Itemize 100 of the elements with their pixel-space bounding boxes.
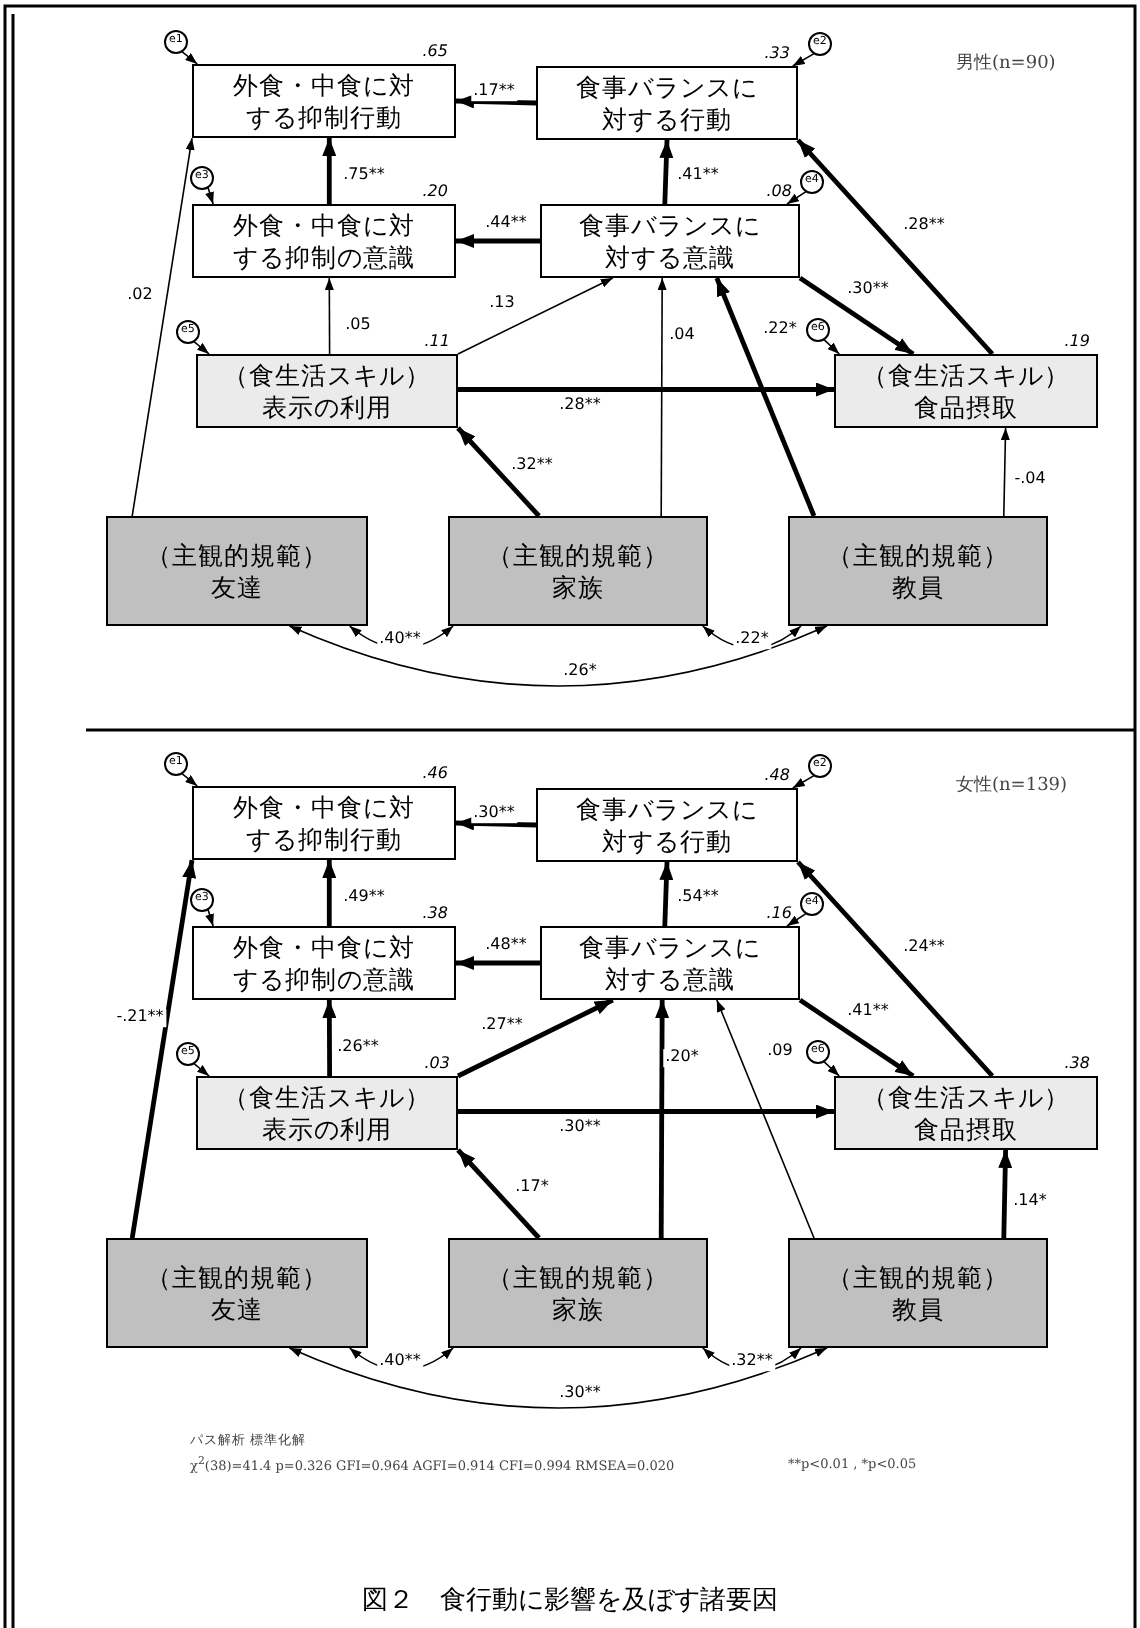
- edge-label: .44**: [483, 215, 529, 233]
- arrow: [456, 426, 541, 518]
- error-term-circle: [808, 32, 832, 56]
- edge-label: .40**: [377, 1353, 423, 1371]
- edge-label: .05: [343, 317, 373, 335]
- arrow: [205, 186, 214, 205]
- variable-box: [192, 64, 456, 138]
- arrow: [786, 912, 807, 927]
- arrow: [129, 859, 197, 1239]
- variable-box: [788, 1238, 1048, 1348]
- edge-label: .54**: [675, 889, 721, 907]
- node-label: 家族: [552, 1293, 604, 1325]
- panel-title: 男性(n=90): [956, 51, 1056, 76]
- arrow: [193, 1062, 210, 1077]
- error-term-circle: [800, 170, 824, 194]
- r-squared-value: .38: [422, 904, 448, 922]
- edge-label: .14*: [1011, 1193, 1049, 1211]
- node-label: 家族: [552, 571, 604, 603]
- arrow: [322, 1000, 337, 1076]
- arrow: [456, 1148, 541, 1240]
- arrow: [324, 277, 334, 355]
- variable-box: [834, 1076, 1098, 1150]
- node-label: 外食・中食に対する抑制の意識: [231, 209, 417, 273]
- edge-label: -.04: [1012, 471, 1048, 489]
- edge-label: .26*: [561, 663, 599, 681]
- arrow: [455, 816, 537, 831]
- variable-box: [192, 926, 456, 1000]
- arrow: [455, 94, 537, 109]
- r-squared-value: .38: [1064, 1054, 1090, 1072]
- node-label: 教員: [892, 571, 944, 603]
- arrow: [798, 998, 915, 1078]
- node-label: 食事バランスに対する行動: [575, 71, 759, 135]
- arrow: [657, 277, 667, 517]
- r-squared-value: .20: [422, 182, 448, 200]
- arrow: [998, 1149, 1013, 1239]
- edge-label: .27**: [479, 1017, 525, 1035]
- node-label: 教員: [892, 1293, 944, 1325]
- arrow: [791, 774, 815, 789]
- arrow: [181, 50, 199, 65]
- arrow: [322, 138, 337, 204]
- edge-label: .20*: [663, 1049, 701, 1067]
- node-label: 表示の利用: [262, 391, 392, 423]
- arrow: [655, 1000, 670, 1238]
- node-label: （主観的規範）: [487, 539, 669, 571]
- edge-label: .22*: [761, 321, 799, 339]
- arrow: [823, 1060, 841, 1077]
- edge-label: .32**: [729, 1353, 775, 1371]
- r-squared-value: .11: [424, 332, 450, 350]
- node-label: 友達: [211, 571, 263, 603]
- edge-label: .30**: [471, 805, 517, 823]
- variable-box: [196, 1076, 458, 1150]
- arrow: [716, 999, 815, 1239]
- r-squared-value: .48: [764, 766, 790, 784]
- variable-box: [106, 516, 368, 626]
- node-label: （主観的規範）: [827, 1261, 1009, 1293]
- arrow: [193, 340, 210, 355]
- variable-box: [834, 354, 1098, 428]
- error-term-circle: [190, 166, 214, 190]
- edge-label: .09: [765, 1043, 795, 1061]
- node-label: （主観的規範）: [146, 539, 328, 571]
- double-headed-arc: [348, 625, 454, 649]
- node-label: （主観的規範）: [146, 1261, 328, 1293]
- edge-label: .30**: [557, 1119, 603, 1137]
- variable-box: [788, 516, 1048, 626]
- node-label: （食生活スキル）: [862, 359, 1070, 391]
- node-label: （主観的規範）: [487, 1261, 669, 1293]
- arrow: [456, 997, 614, 1079]
- node-label: 食事バランスに対する行動: [575, 793, 759, 857]
- edge-label: .22*: [733, 631, 771, 649]
- double-headed-arc: [348, 1347, 454, 1371]
- arrow: [659, 139, 674, 205]
- r-squared-value: .08: [766, 182, 792, 200]
- r-squared-value: .19: [1064, 332, 1090, 350]
- r-squared-value: .16: [766, 904, 792, 922]
- edge-label: .24**: [901, 939, 947, 957]
- node-label: （食生活スキル）: [223, 1081, 431, 1113]
- error-term-circle: [800, 892, 824, 916]
- arrow: [659, 861, 674, 927]
- edge-label: .17*: [513, 1179, 551, 1197]
- node-label: 友達: [211, 1293, 263, 1325]
- error-term-circle: [806, 318, 830, 342]
- node-label: 外食・中食に対する抑制の意識: [231, 931, 417, 995]
- arrow: [456, 234, 540, 248]
- error-term-circle: [164, 752, 188, 776]
- arrow: [458, 382, 834, 397]
- error-term-circle: [176, 320, 200, 344]
- arrow: [796, 138, 995, 356]
- variable-box: [540, 204, 800, 278]
- node-label: （食生活スキル）: [862, 1081, 1070, 1113]
- double-headed-arc: [702, 1347, 802, 1371]
- arrow: [456, 956, 540, 970]
- arrow: [205, 908, 214, 927]
- double-headed-arc: [702, 625, 802, 649]
- edge-label: .41**: [675, 167, 721, 185]
- node-label: 食事バランスに対する意識: [578, 209, 762, 273]
- edge-label: .28**: [557, 397, 603, 415]
- arrow: [181, 772, 199, 787]
- r-squared-value: .46: [422, 764, 448, 782]
- variable-box: [448, 1238, 708, 1348]
- arrow: [131, 137, 195, 517]
